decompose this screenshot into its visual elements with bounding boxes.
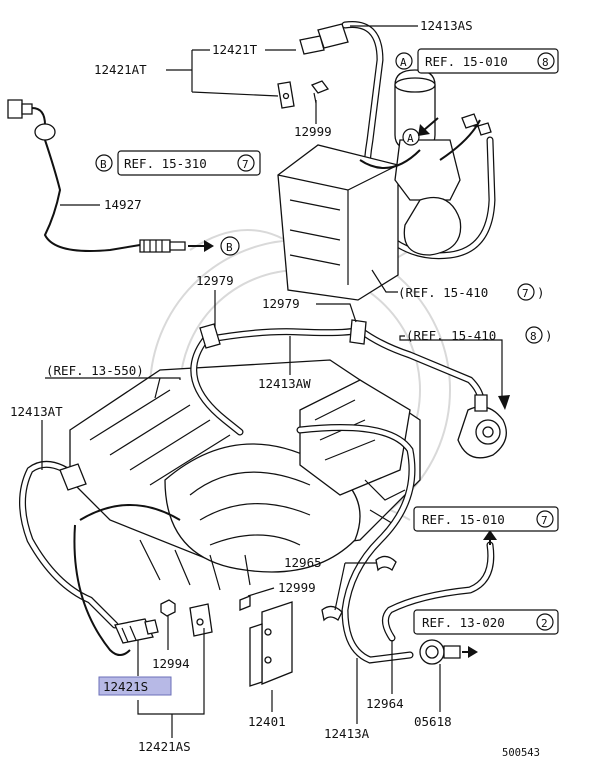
ref-15-410-8[interactable]: (REF. 15-410 8 ): [406, 326, 553, 344]
ref-15-010-8-circle: 8: [542, 56, 549, 69]
ref-15-410-8-close: ): [545, 328, 553, 343]
marker-A-canister: A: [402, 117, 439, 146]
ref-15-410-7-close: ): [537, 285, 545, 300]
ref-15-410-7[interactable]: (REF. 15-410 7 ): [398, 283, 545, 301]
hose-12413A: [296, 424, 497, 665]
ref-15-410-8-text: (REF. 15-410: [406, 328, 496, 343]
label-12965: 12965: [284, 555, 322, 570]
ref-15-310-7[interactable]: B REF. 15-310 7: [95, 150, 261, 176]
ref-13-020-2[interactable]: REF. 13-020 2: [413, 609, 559, 635]
diagram-number: 500543: [502, 747, 540, 759]
hose-12413AT: [19, 460, 181, 656]
label-12421AS: 12421AS: [138, 739, 191, 754]
label-12994: 12994: [152, 656, 190, 671]
sensor-14927: [7, 99, 214, 253]
ref-15-410-7-circle: 7: [522, 287, 529, 300]
canister-assembly: [277, 20, 496, 301]
ref-15-010-7-text: REF. 15-010: [422, 512, 505, 527]
ref-13-020-2-text: REF. 13-020: [422, 615, 505, 630]
ref-15-010-7[interactable]: REF. 15-010 7: [413, 506, 559, 532]
hose-12413AW: [190, 319, 507, 459]
bolt-12994: [160, 599, 213, 637]
ref-15-010-7-circle: 7: [541, 514, 548, 527]
label-12401: 12401: [248, 714, 286, 729]
bracket-12401: [239, 595, 293, 687]
marker-B-bottom: B: [226, 241, 233, 254]
ref-15-010-8[interactable]: A REF. 15-010 8: [395, 48, 559, 74]
label-12413A: 12413A: [324, 726, 370, 741]
label-12421AT: 12421AT: [94, 62, 147, 77]
solenoid-12421S: [114, 618, 159, 644]
ref-13-020-2-circle: 2: [541, 617, 548, 630]
ref-15-310-7-text: REF. 15-310: [124, 156, 207, 171]
marker-B-sensor: B: [220, 236, 240, 256]
label-12421T: 12421T: [212, 42, 258, 57]
label-12421S[interactable]: 12421S: [103, 679, 148, 694]
label-14927: 14927: [104, 197, 142, 212]
bracket-12421T: [277, 80, 330, 109]
ref-15-310-7-circle: 7: [242, 158, 249, 171]
label-12979-a: 12979: [196, 273, 234, 288]
marker-B-top: B: [100, 158, 107, 171]
ref-13-550-text: (REF. 13-550): [46, 363, 144, 378]
label-12999-top: 12999: [294, 124, 332, 139]
label-12413AS: 12413AS: [420, 18, 473, 33]
label-05618: 05618: [414, 714, 452, 729]
ref-15-410-8-circle: 8: [530, 330, 537, 343]
label-12413AT: 12413AT: [10, 404, 63, 419]
marker-A-mid: A: [407, 132, 414, 145]
label-12979-b: 12979: [262, 296, 300, 311]
highlight-12421S: [98, 676, 172, 696]
label-12964: 12964: [366, 696, 404, 711]
part-labels: 12413AS 12421T 12421AT 12999 14927 12979…: [10, 18, 540, 759]
ref-13-550[interactable]: (REF. 13-550): [46, 363, 144, 378]
label-12413AW: 12413AW: [258, 376, 311, 391]
ref-15-410-7-text: (REF. 15-410: [398, 285, 488, 300]
leader-lines: [41, 25, 510, 738]
label-12999-bot: 12999: [278, 580, 316, 595]
ref-15-010-8-text: REF. 15-010: [425, 54, 508, 69]
marker-A-top: A: [400, 56, 407, 69]
